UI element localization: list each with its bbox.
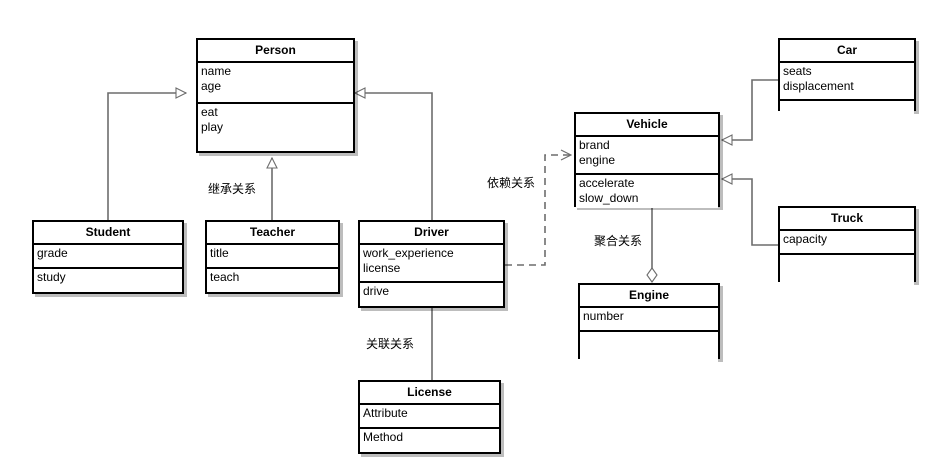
class-name-person: Person bbox=[198, 40, 353, 63]
class-attributes-license: Attribute bbox=[360, 405, 499, 429]
edge-label-aggregation: 聚合关系 bbox=[593, 234, 644, 248]
attribute-row: age bbox=[201, 79, 222, 93]
class-box-truck[interactable]: Truck capacity bbox=[778, 206, 916, 291]
edge-label-association: 关联关系 bbox=[365, 337, 416, 351]
operation-row: slow_down bbox=[579, 191, 639, 205]
class-name-license: License bbox=[360, 382, 499, 405]
attribute-row: title bbox=[210, 246, 229, 260]
operation-row: drive bbox=[363, 284, 390, 298]
class-operations-teacher: teach bbox=[207, 269, 338, 287]
attribute-row: seats bbox=[783, 64, 812, 78]
class-operations-engine bbox=[580, 332, 718, 368]
attribute-row: capacity bbox=[783, 232, 828, 246]
edge-driver-to-person bbox=[355, 93, 433, 220]
edge-car-to-vehicle bbox=[722, 79, 778, 140]
class-box-person[interactable]: Person name age eat play bbox=[196, 38, 355, 153]
edge-student-to-person bbox=[107, 93, 186, 220]
class-name-student: Student bbox=[34, 222, 182, 245]
class-box-car[interactable]: Car seats displacement bbox=[778, 38, 916, 122]
attribute-row: grade bbox=[37, 246, 68, 260]
class-operations-truck bbox=[780, 255, 914, 291]
class-operations-license: Method bbox=[360, 429, 499, 447]
attribute-row: license bbox=[363, 261, 401, 275]
attribute-row: number bbox=[583, 309, 624, 323]
attribute-row: engine bbox=[579, 153, 616, 167]
edge-driver-to-vehicle-dependency bbox=[505, 155, 571, 266]
class-operations-car bbox=[780, 101, 914, 122]
class-attributes-engine: number bbox=[580, 308, 718, 332]
attribute-row: brand bbox=[579, 138, 610, 152]
class-name-teacher: Teacher bbox=[207, 222, 338, 245]
attribute-row: work_experience bbox=[363, 246, 454, 260]
class-attributes-vehicle: brand engine bbox=[576, 137, 718, 175]
class-operations-person: eat play bbox=[198, 104, 353, 137]
edge-label-dependency: 依赖关系 bbox=[486, 176, 537, 190]
class-operations-vehicle: accelerate slow_down bbox=[576, 175, 718, 208]
class-box-engine[interactable]: Engine number bbox=[578, 283, 720, 368]
operation-row: eat bbox=[201, 105, 218, 119]
class-attributes-driver: work_experience license bbox=[360, 245, 503, 283]
operation-row: teach bbox=[210, 270, 240, 284]
class-box-teacher[interactable]: Teacher title teach bbox=[205, 220, 340, 294]
operation-row: Method bbox=[363, 430, 404, 444]
class-name-vehicle: Vehicle bbox=[576, 114, 718, 137]
attribute-row: displacement bbox=[783, 79, 854, 93]
attribute-row: Attribute bbox=[363, 406, 408, 420]
edge-label-inheritance: 继承关系 bbox=[207, 182, 258, 196]
edge-truck-to-vehicle bbox=[722, 179, 778, 246]
class-attributes-car: seats displacement bbox=[780, 63, 914, 101]
class-attributes-student: grade bbox=[34, 245, 182, 269]
class-name-engine: Engine bbox=[580, 285, 718, 308]
class-name-truck: Truck bbox=[780, 208, 914, 231]
class-name-driver: Driver bbox=[360, 222, 503, 245]
class-attributes-person: name age bbox=[198, 63, 353, 104]
attribute-row: name bbox=[201, 64, 232, 78]
operation-row: accelerate bbox=[579, 176, 635, 190]
class-name-car: Car bbox=[780, 40, 914, 63]
operation-row: study bbox=[37, 270, 66, 284]
class-operations-student: study bbox=[34, 269, 182, 287]
class-box-license[interactable]: License Attribute Method bbox=[358, 380, 501, 454]
class-operations-driver: drive bbox=[360, 283, 503, 301]
class-box-student[interactable]: Student grade study bbox=[32, 220, 184, 294]
class-box-vehicle[interactable]: Vehicle brand engine accelerate slow_dow… bbox=[574, 112, 720, 208]
class-attributes-truck: capacity bbox=[780, 231, 914, 255]
operation-row: play bbox=[201, 120, 224, 134]
class-attributes-teacher: title bbox=[207, 245, 338, 269]
class-box-driver[interactable]: Driver work_experience license drive bbox=[358, 220, 505, 308]
